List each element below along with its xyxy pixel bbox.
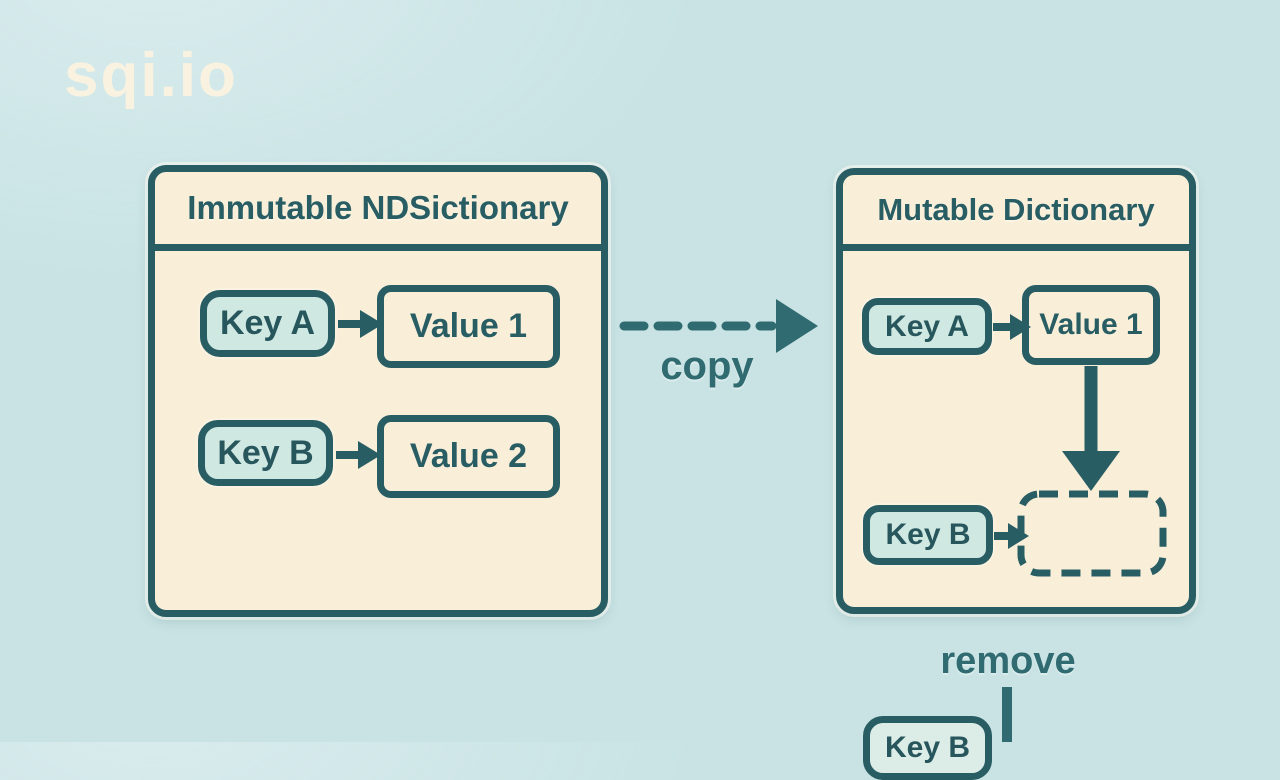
left-value-1-box: Value 1 [377,285,560,368]
immutable-dictionary-header: Immutable NDSictionary [155,172,601,251]
bottom-key-b-pill: Key B [863,716,992,780]
mutable-dictionary-header: Mutable Dictionary [843,175,1189,251]
immutable-dictionary-box: Immutable NDSictionary Key A Value 1 Key… [148,165,608,617]
brand-logo: sqi.io [64,41,238,110]
mutable-dictionary-title: Mutable Dictionary [877,191,1155,227]
mutable-dictionary-box: Mutable Dictionary Key A Value 1 Key B [836,168,1196,614]
remove-label: remove [940,640,1076,682]
immutable-dictionary-title: Immutable NDSictionary [187,189,569,226]
left-key-b-pill: Key B [198,420,333,486]
right-key-b-pill: Key B [863,505,993,565]
right-value-1-box: Value 1 [1022,285,1160,365]
left-key-a-pill: Key A [200,290,335,357]
right-key-a-pill: Key A [862,298,992,355]
left-value-2-box: Value 2 [377,415,560,498]
copy-label: copy [660,344,754,388]
